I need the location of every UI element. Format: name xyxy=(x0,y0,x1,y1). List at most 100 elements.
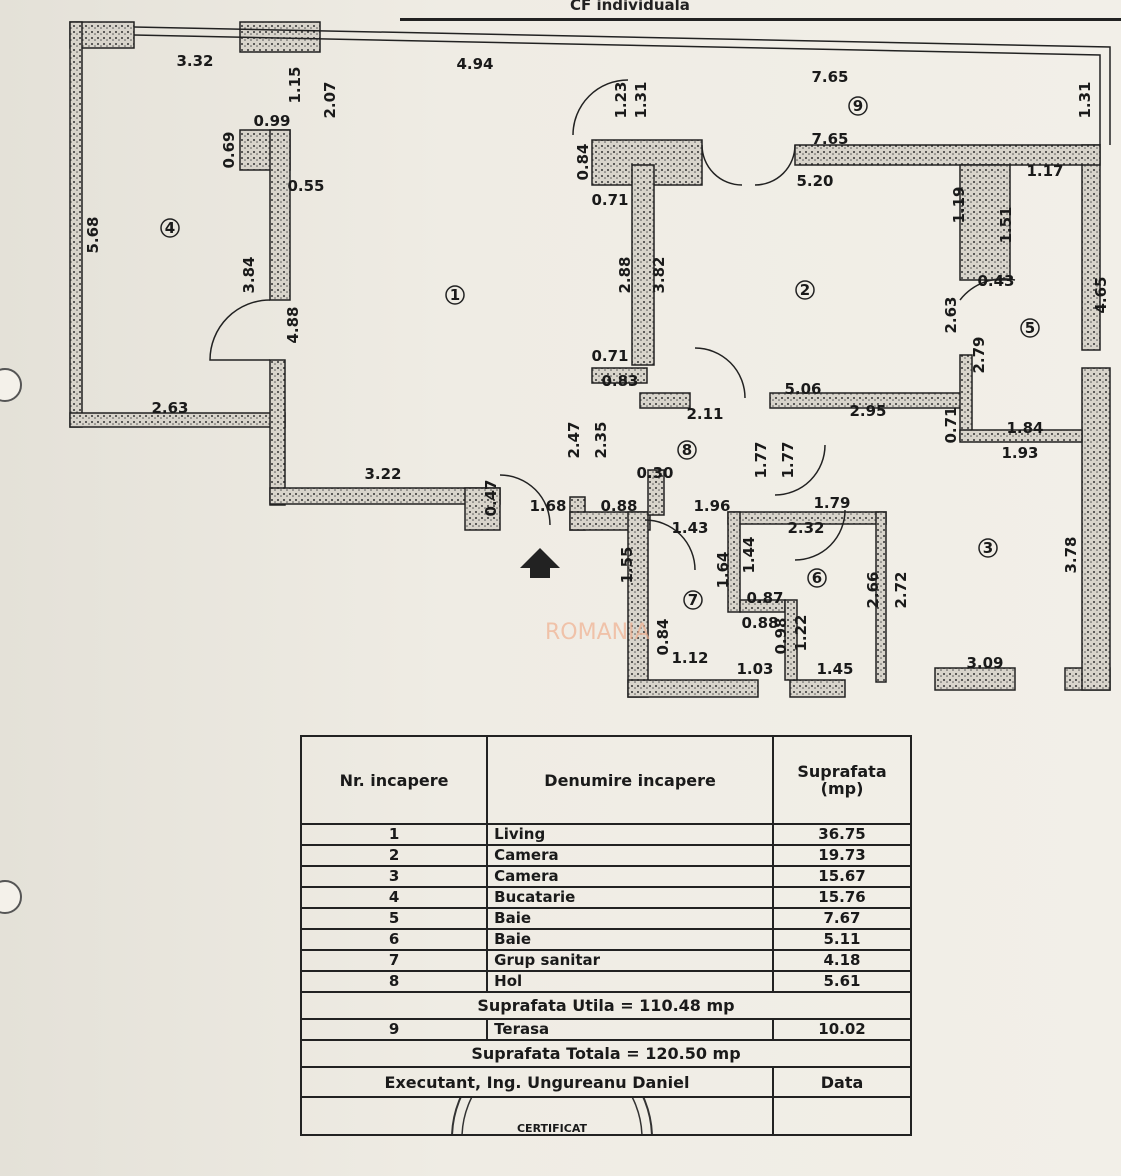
dimension-label: 1.19 xyxy=(950,186,968,223)
dimension-label: 0.84 xyxy=(574,143,592,180)
suprafata-totala: Suprafata Totala = 120.50 mp xyxy=(300,1039,912,1068)
header-nr: Nr. incapere xyxy=(299,735,489,825)
cell-area: 4.18 xyxy=(772,949,912,972)
table-row: 9 Terasa 10.02 xyxy=(299,1018,912,1041)
cell-name: Camera xyxy=(486,865,774,888)
dimension-label: 1.44 xyxy=(740,536,758,573)
dimension-label: 2.79 xyxy=(970,336,988,373)
dimension-label: 2.95 xyxy=(849,402,886,420)
dimension-label: 2.35 xyxy=(592,421,610,458)
entrance-arrow-icon xyxy=(520,548,560,578)
dimension-label: 2.07 xyxy=(321,81,339,118)
dimension-label: 4.88 xyxy=(284,306,302,343)
dimension-label: 0.55 xyxy=(287,177,324,195)
room-number: 4 xyxy=(165,219,175,237)
dimension-label: 1.03 xyxy=(736,660,773,678)
room-number: 1 xyxy=(450,286,460,304)
dimension-label: 1.12 xyxy=(671,649,708,667)
room-number-circle xyxy=(978,538,998,558)
cell-name: Camera xyxy=(486,844,774,867)
rooms-table: Nr. incapere Denumire incapere Suprafata… xyxy=(299,735,912,1136)
dimension-label: 1.84 xyxy=(1006,419,1043,437)
dimension-label: 0.71 xyxy=(591,191,628,209)
table-header-row: Nr. incapere Denumire incapere Suprafata… xyxy=(299,735,912,825)
dimension-label: 4.94 xyxy=(456,55,493,73)
header-area: Suprafata (mp) xyxy=(772,735,912,825)
dimension-label: 2.72 xyxy=(892,571,910,608)
dimension-label: 0.88 xyxy=(741,614,778,632)
dimension-label: 0.69 xyxy=(220,131,238,168)
cell-area: 19.73 xyxy=(772,844,912,867)
cell-name: Grup sanitar xyxy=(486,949,774,972)
dimension-label: 3.09 xyxy=(966,654,1003,672)
watermark: ROMANIA xyxy=(545,620,650,645)
room-number: 6 xyxy=(812,569,822,587)
dimension-label: 1.93 xyxy=(1001,444,1038,462)
dimension-label: 1.31 xyxy=(1076,81,1094,118)
cell-name: Baie xyxy=(486,928,774,951)
cell-area: 7.67 xyxy=(772,907,912,930)
header-name: Denumire incapere xyxy=(486,735,774,825)
room-number: 8 xyxy=(682,441,692,459)
dimension-label: 1.51 xyxy=(997,206,1015,243)
dimension-label: 2.11 xyxy=(686,405,723,423)
cell-nr: 1 xyxy=(299,823,489,846)
stamp-row: CERTIFICAT xyxy=(300,1096,912,1136)
executant-row: Executant, Ing. Ungureanu Daniel Data xyxy=(300,1066,912,1098)
suprafata-utila: Suprafata Utila = 110.48 mp xyxy=(300,991,912,1020)
dimension-label: 2.47 xyxy=(565,421,583,458)
cell-nr: 8 xyxy=(299,970,489,993)
dimension-label: 5.68 xyxy=(84,216,102,253)
dimension-label: 5.20 xyxy=(796,172,833,190)
dimension-label: 0.83 xyxy=(601,372,638,390)
cell-name: Living xyxy=(486,823,774,846)
dimension-label: 1.15 xyxy=(286,66,304,103)
cell-nr: 4 xyxy=(299,886,489,909)
room-number-circle xyxy=(683,590,703,610)
svg-text:CERTIFICAT: CERTIFICAT xyxy=(517,1122,587,1134)
dimension-label: 7.65 xyxy=(811,68,848,86)
dimension-label: 3.78 xyxy=(1062,536,1080,573)
dimension-label: 0.43 xyxy=(977,272,1014,290)
dimension-label: 2.88 xyxy=(616,256,634,293)
stamp-cell: CERTIFICAT xyxy=(300,1096,774,1136)
door-swings xyxy=(209,79,1016,571)
cell-nr: 3 xyxy=(299,865,489,888)
dimension-label: 2.66 xyxy=(864,571,882,608)
dimension-label: 1.23 xyxy=(612,81,630,118)
cf-label: CF individuala xyxy=(570,0,690,14)
dimension-label: 1.45 xyxy=(816,660,853,678)
room-number-circle xyxy=(445,285,465,305)
cell-nr: 2 xyxy=(299,844,489,867)
room-number-circle xyxy=(160,218,180,238)
dimension-label: 1.77 xyxy=(752,441,770,478)
walls xyxy=(69,21,1111,698)
dimension-label: 1.96 xyxy=(693,497,730,515)
dimension-label: 2.63 xyxy=(942,296,960,333)
room-number: 2 xyxy=(800,281,810,299)
binder-hole xyxy=(0,880,22,914)
data-label: Data xyxy=(772,1066,912,1098)
room-number: 7 xyxy=(688,591,698,609)
cell-nr: 5 xyxy=(299,907,489,930)
dimension-label: 1.64 xyxy=(714,551,732,588)
dimension-label: 3.32 xyxy=(176,52,213,70)
dimension-label: 0.71 xyxy=(591,347,628,365)
totala-row: Suprafata Totala = 120.50 mp xyxy=(300,1039,912,1068)
dimension-label: 0.98 xyxy=(772,617,790,654)
dimension-label: 3.84 xyxy=(240,256,258,293)
certificate-stamp: CERTIFICAT xyxy=(451,1098,653,1134)
terrace-outline xyxy=(133,26,1111,145)
dimension-label: 1.77 xyxy=(779,441,797,478)
